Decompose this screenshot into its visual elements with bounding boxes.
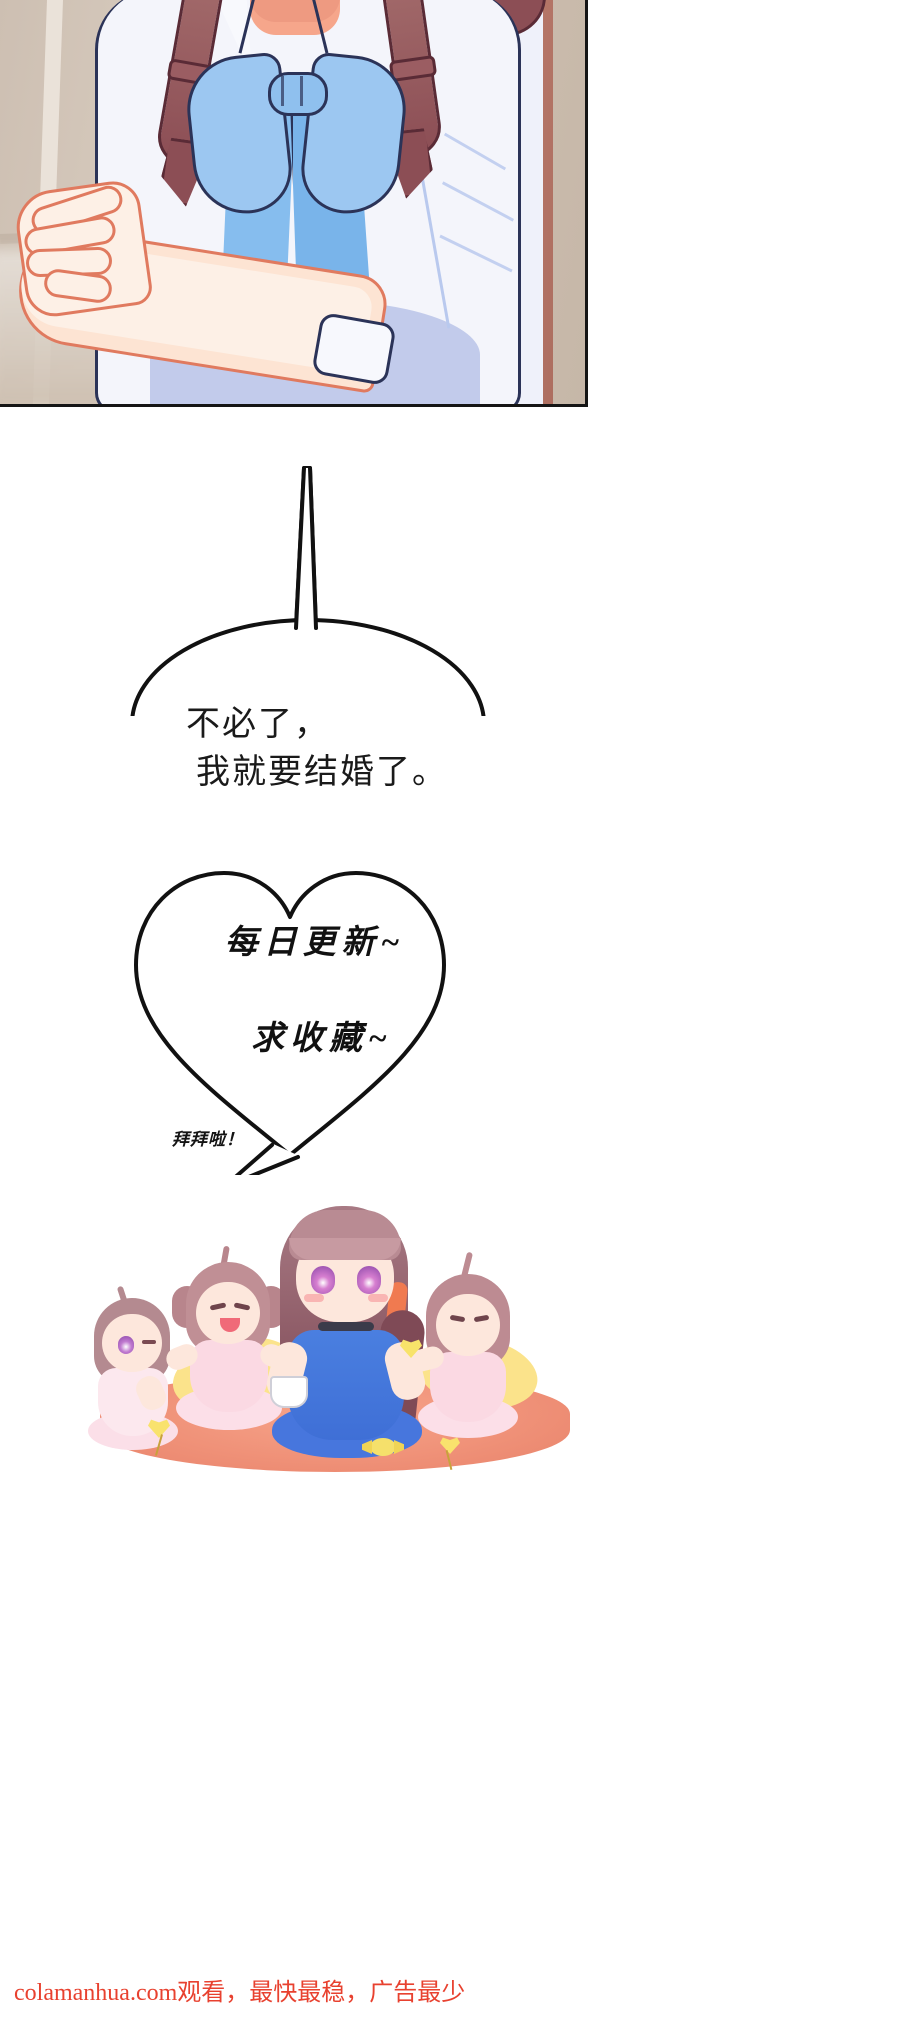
- neck-shadow: [250, 0, 340, 22]
- heart-bubble-text: 每日更新~ 求收藏~: [185, 915, 445, 1059]
- chibi-2-dress: [190, 1340, 268, 1412]
- chibi-group-illustration: [80, 1190, 600, 1480]
- shirt-cuff: [311, 311, 397, 387]
- chibi-1-eye-left: [118, 1336, 134, 1354]
- heart-line-2: 求收藏~: [251, 1021, 393, 1057]
- speech-line-2: 我就要结婚了。: [196, 753, 448, 792]
- chibi-2-face: [196, 1282, 260, 1344]
- chibi-1-eye-right-closed: [142, 1340, 156, 1344]
- speech-bubble-shape: [130, 466, 486, 830]
- site-watermark: colamanhua.com观看，最快最稳，广告最少: [14, 1980, 466, 2006]
- main-chibi-eye-left: [311, 1266, 335, 1294]
- speech-bubble-text: 不必了， 我就要结婚了。: [186, 700, 476, 797]
- main-chibi-eye-right: [357, 1266, 381, 1294]
- chibi-3-dress: [430, 1352, 506, 1422]
- main-chibi-choker: [318, 1322, 374, 1331]
- speech-line-1: 不必了，: [186, 705, 330, 743]
- tea-cup: [270, 1376, 308, 1408]
- oval-speech-bubble: [118, 466, 498, 830]
- chibi-3-face: [436, 1294, 500, 1356]
- main-chibi-bangs-shade: [289, 1238, 401, 1260]
- bye-bye-caption: 拜拜啦！: [172, 1130, 244, 1149]
- ribbon-knot-line-1: [281, 76, 284, 106]
- chibi-2-mouth: [220, 1318, 240, 1332]
- heart-bubble: [120, 855, 460, 1189]
- ribbon-knot: [268, 72, 328, 116]
- wrapped-candy-wrapper-right: [394, 1440, 404, 1454]
- ribbon-knot-line-2: [300, 76, 303, 106]
- heart-bubble-shape: [134, 871, 446, 1189]
- panel-top-illustration: [0, 0, 588, 407]
- wrapped-candy-icon: [370, 1438, 396, 1456]
- heart-line-1: 每日更新~: [224, 925, 406, 961]
- main-chibi-blush-left: [304, 1294, 324, 1302]
- main-chibi-blush-right: [368, 1294, 388, 1302]
- wrapped-candy-wrapper-left: [362, 1440, 372, 1454]
